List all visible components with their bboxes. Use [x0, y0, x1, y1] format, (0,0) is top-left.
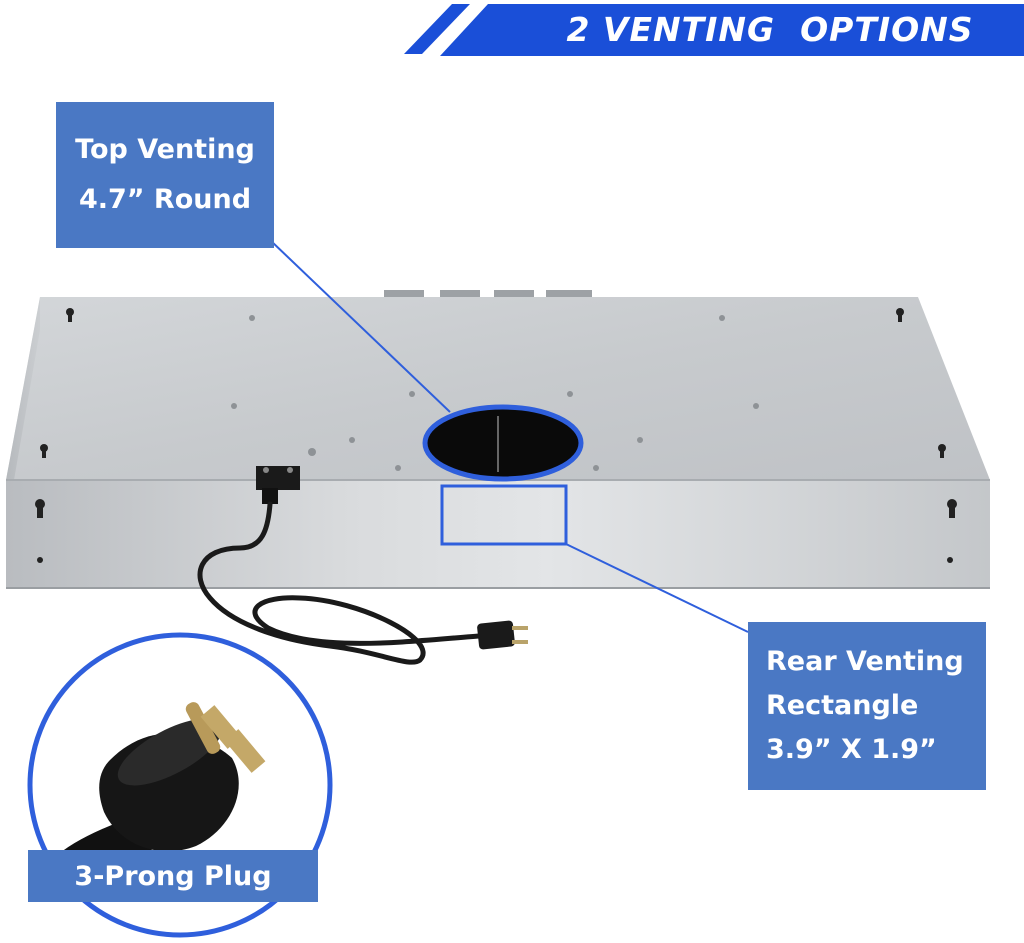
rear-venting-leader	[565, 543, 749, 633]
top-venting-size: 4.7” Round	[78, 184, 252, 215]
power-cord	[197, 501, 483, 665]
top-venting-callout: Top Venting 4.7” Round	[56, 102, 274, 248]
banner-accent-stripe	[404, 4, 470, 54]
rear-venting-callout: Rear Venting Rectangle 3.9” X 1.9”	[748, 622, 986, 790]
range-hood	[6, 290, 990, 589]
plug-label-background	[28, 850, 318, 902]
banner-title: 2 VENTING OPTIONS	[566, 9, 974, 49]
banner-background	[440, 4, 1024, 56]
plug-label: 3-Prong Plug	[74, 860, 272, 892]
cord-plug-end	[477, 620, 515, 650]
rear-venting-shape: Rectangle	[766, 690, 919, 721]
rear-venting-size: 3.9” X 1.9”	[766, 734, 937, 765]
rear-vent-outline	[440, 484, 568, 546]
plug-closeup-border	[27, 632, 333, 938]
top-venting-leader	[269, 239, 451, 413]
top-vent-opening	[422, 404, 584, 482]
rear-venting-label: Rear Venting	[766, 646, 964, 677]
top-venting-label: Top Venting	[75, 134, 255, 165]
